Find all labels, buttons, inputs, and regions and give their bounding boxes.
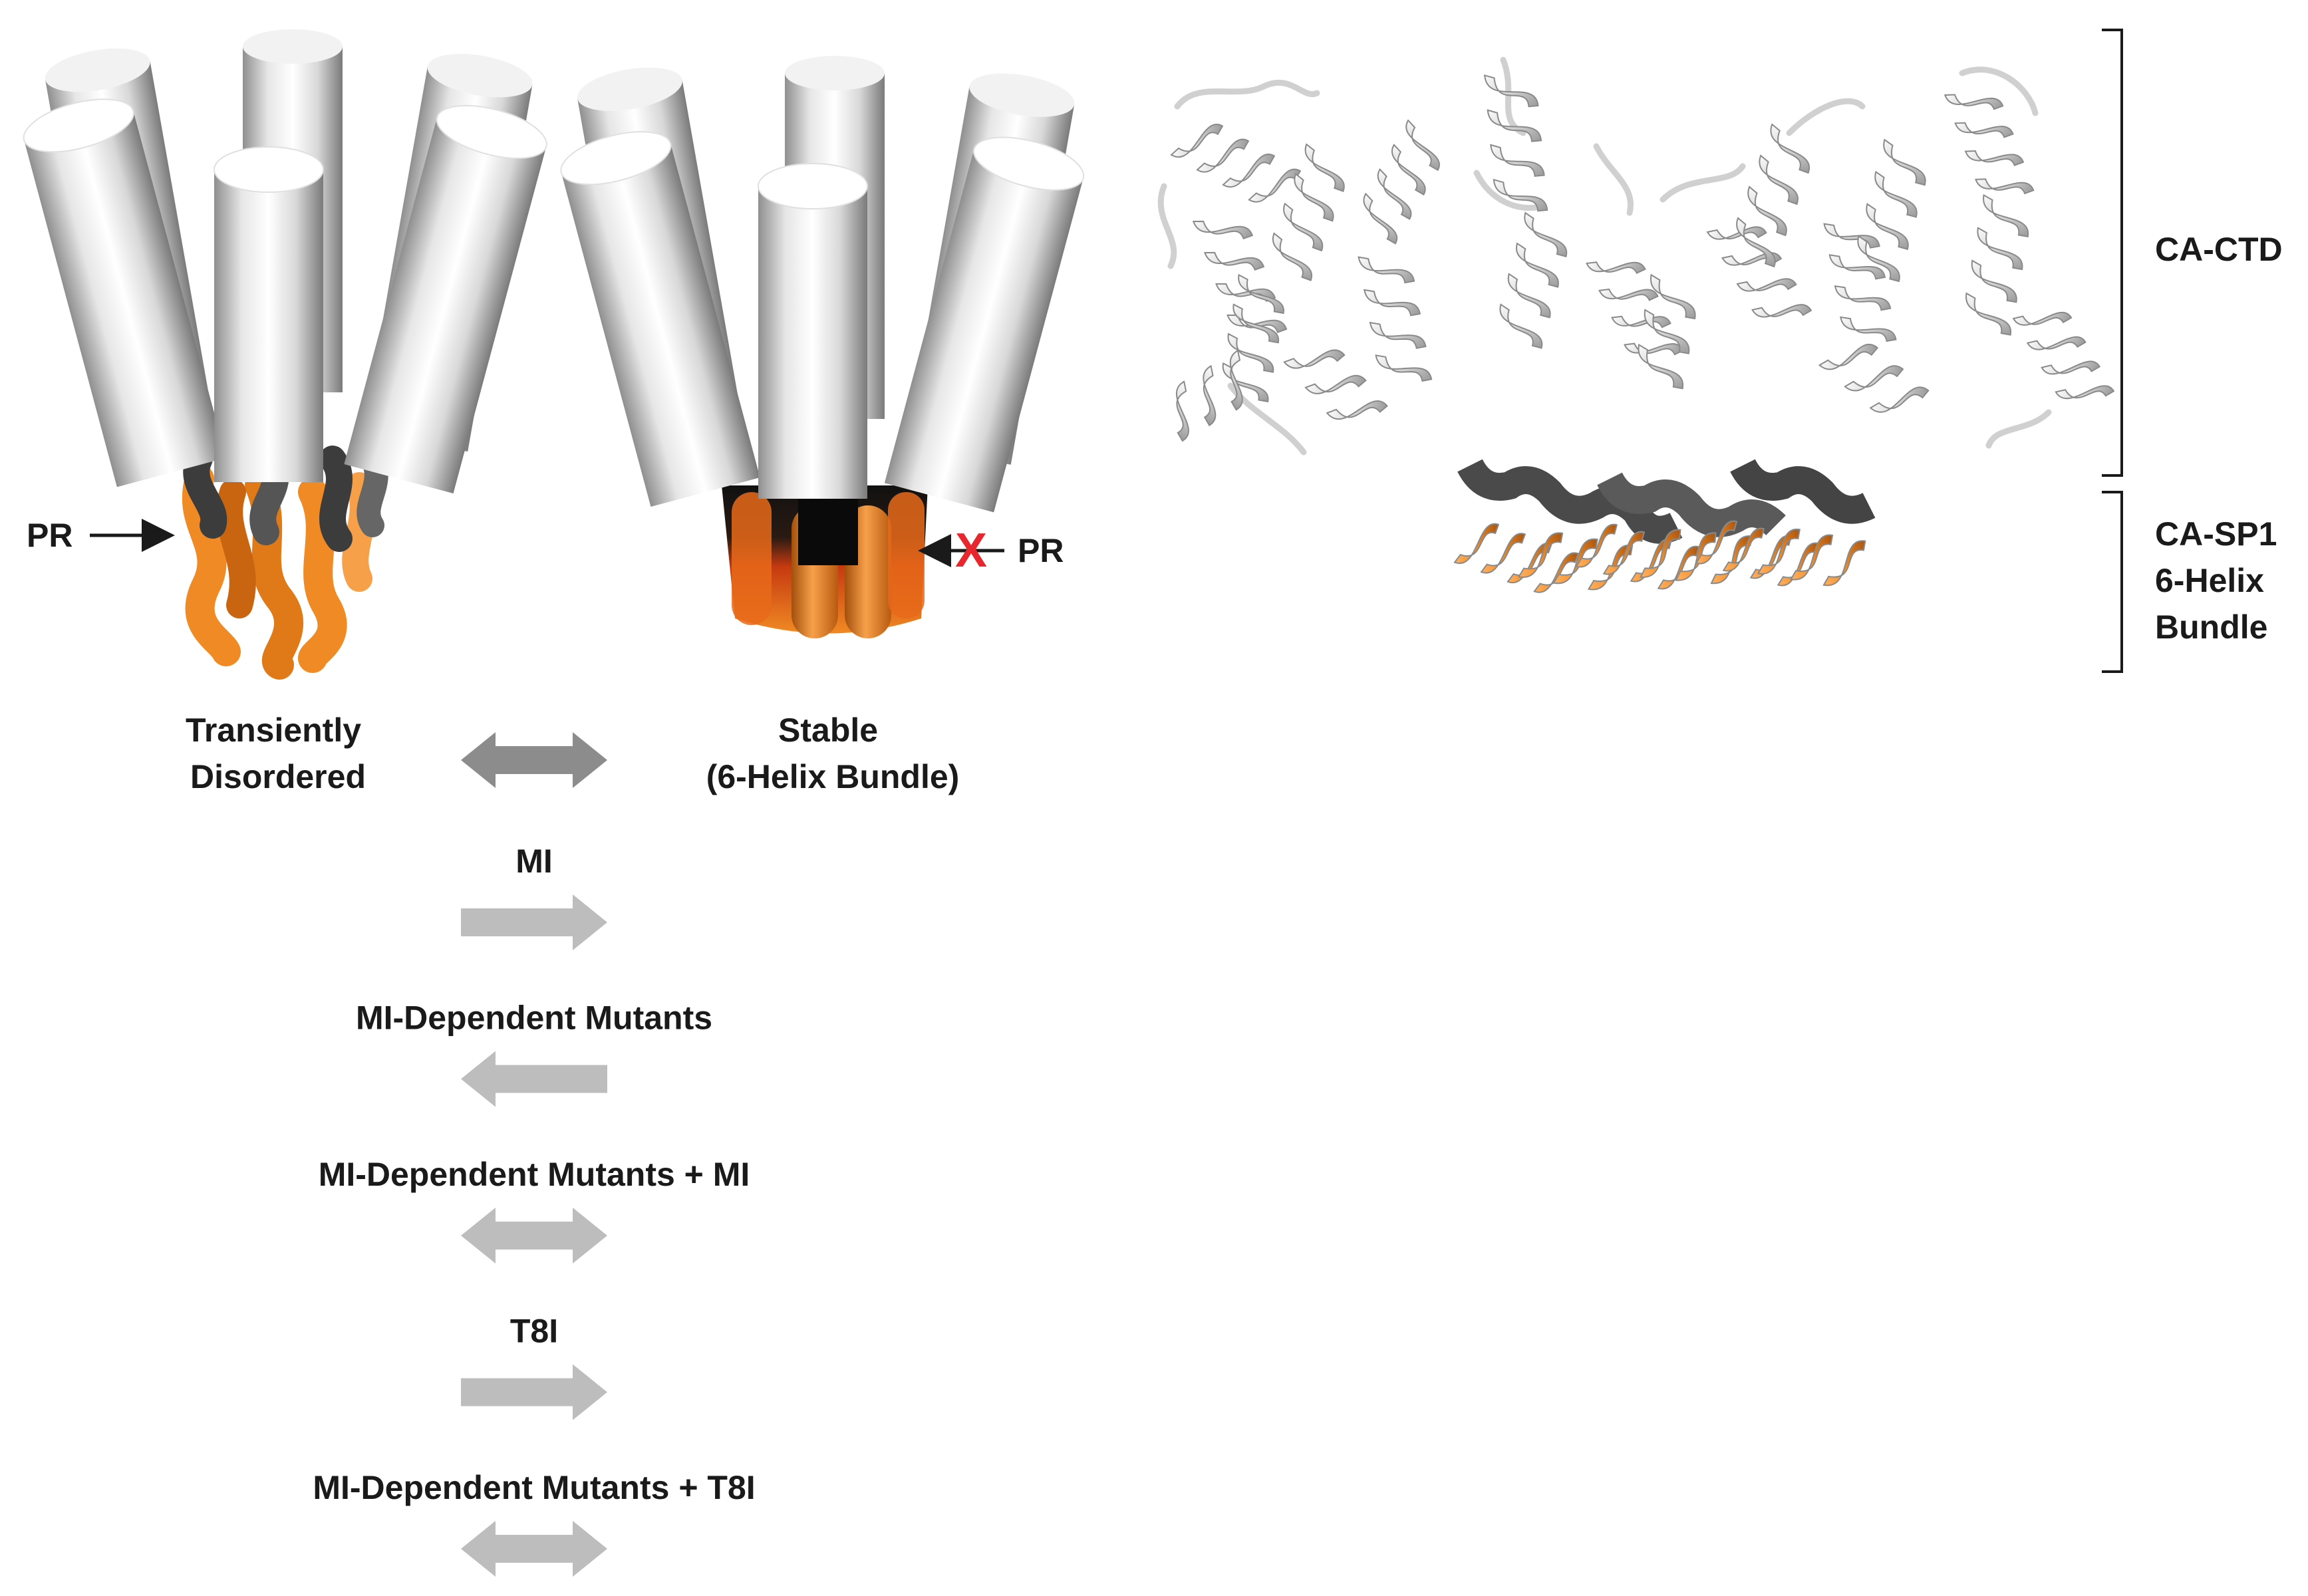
ctd-helices: [1170, 74, 2115, 442]
ctd-cylinder-front-left: [560, 131, 760, 507]
stable-bundle-model: X PR Stable (6-Helix Bundle): [560, 56, 1085, 795]
equilibrium-arrow-right: [461, 894, 607, 950]
domain-brackets: [2102, 29, 2123, 673]
sp1-helices: [1453, 520, 1866, 593]
ctd-helix-9: [1499, 211, 1568, 349]
sp1-helix-1: [1453, 523, 1580, 593]
state-label-stable-line2: (6-Helix Bundle): [706, 758, 960, 795]
ctd-helix-12: [1706, 226, 1812, 318]
ctd-helix-18: [2012, 311, 2115, 400]
ctd-helix-19: [1175, 349, 1243, 442]
equilibrium-arrow-both: [461, 1521, 607, 1577]
ctd-helix-16: [1944, 94, 2035, 195]
ctd-helix-14: [1823, 223, 1897, 342]
protease-label-right: PR: [1018, 532, 1064, 569]
ctd-helix-15: [1857, 138, 1926, 283]
equilibrium-row: MI-Dependent Mutants + MI: [319, 1156, 750, 1264]
equilibrium-label: T8I: [510, 1313, 558, 1350]
equilibrium-arrow-left: [461, 1051, 607, 1107]
bracket-sp1: [2102, 491, 2123, 673]
equilibrium-arrow-both: [461, 732, 607, 788]
bracket-label-sp1: CA-SP1 6-Helix Bundle: [2155, 515, 2286, 646]
bracket-label-ctd: CA-CTD: [2155, 231, 2283, 268]
sp1-disordered-tails: [182, 446, 388, 680]
equilibrium-label: MI-Dependent Mutants: [356, 999, 712, 1037]
ctd-helix-4: [1283, 349, 1388, 420]
junction-helix-3: [1730, 458, 1876, 524]
junction-helices: [1457, 458, 1876, 544]
bracket-label-sp1-line2: 6-Helix: [2155, 562, 2264, 599]
equilibrium-label: MI: [515, 843, 553, 880]
junction-1: [183, 446, 227, 539]
state-label-disordered-line2: Disordered: [190, 758, 366, 795]
tail-5: [216, 479, 256, 618]
state-label-disordered: Transiently Disordered: [186, 712, 370, 795]
ctd-cylinder-front-right: [884, 136, 1085, 513]
sp1-helix-bundle: [722, 485, 928, 638]
equilibrium-label: MI-Dependent Mutants + T8I: [313, 1469, 755, 1506]
equilibrium-row: MI-Dependent Mutants: [356, 999, 712, 1107]
equilibrium-row: MI-Dependent Mutants + T8I: [313, 1469, 756, 1577]
state-label-stable-line1: Stable: [778, 712, 878, 749]
ctd-helix-10: [1586, 261, 1684, 356]
bundle-helix-1: [732, 492, 772, 625]
sp1-helix-6: [1757, 529, 1866, 587]
ctd-cylinder-front-center: [214, 146, 324, 482]
ca-ribbon-structure: [1157, 57, 2115, 593]
ctd-helix-17: [1965, 194, 2029, 336]
equilibrium-row: T8I: [461, 1313, 607, 1420]
ctd-cylinder-front-right: [344, 104, 547, 494]
loop-traces: [1157, 57, 2052, 456]
state-label-stable: Stable (6-Helix Bundle): [706, 712, 960, 795]
cleavage-blocked-x: X: [955, 524, 987, 577]
disordered-model: PR Transiently Disordered: [23, 29, 547, 795]
equilibrium-label: MI-Dependent Mutants + MI: [319, 1156, 750, 1193]
state-label-disordered-line1: Transiently: [186, 712, 361, 749]
ctd-cylinder-front-left: [23, 98, 227, 487]
junction-helix-2: [1597, 471, 1786, 537]
ctd-helix-1: [1170, 124, 1302, 203]
ctd-cylinder-front-center: [758, 163, 868, 499]
ctd-helix-5: [1272, 143, 1345, 281]
equilibrium-arrow-right: [461, 1364, 607, 1420]
protease-label-left: PR: [27, 517, 72, 554]
equilibrium-arrow-both: [461, 1208, 607, 1264]
equilibrium-row: MI: [461, 843, 607, 950]
bracket-label-sp1-line3: Bundle: [2155, 608, 2267, 646]
ctd-helix-6: [1358, 256, 1433, 382]
ctd-helix-7: [1363, 119, 1440, 245]
junction-3: [319, 446, 353, 552]
ctd-helix-8: [1484, 74, 1548, 212]
ctd-helix-13: [1736, 123, 1810, 268]
equilibrium-row: [461, 732, 607, 788]
ctd-helix-3: [1222, 273, 1284, 403]
ctd-helix-11: [1638, 273, 1696, 390]
bracket-label-sp1-line1: CA-SP1: [2155, 515, 2277, 553]
ctd-helix-20: [1818, 343, 1930, 413]
bundle-core: [798, 492, 858, 565]
bundle-helix-4: [888, 492, 925, 618]
junction-helix-1: [1457, 458, 1683, 544]
bracket-ctd: [2102, 29, 2123, 477]
